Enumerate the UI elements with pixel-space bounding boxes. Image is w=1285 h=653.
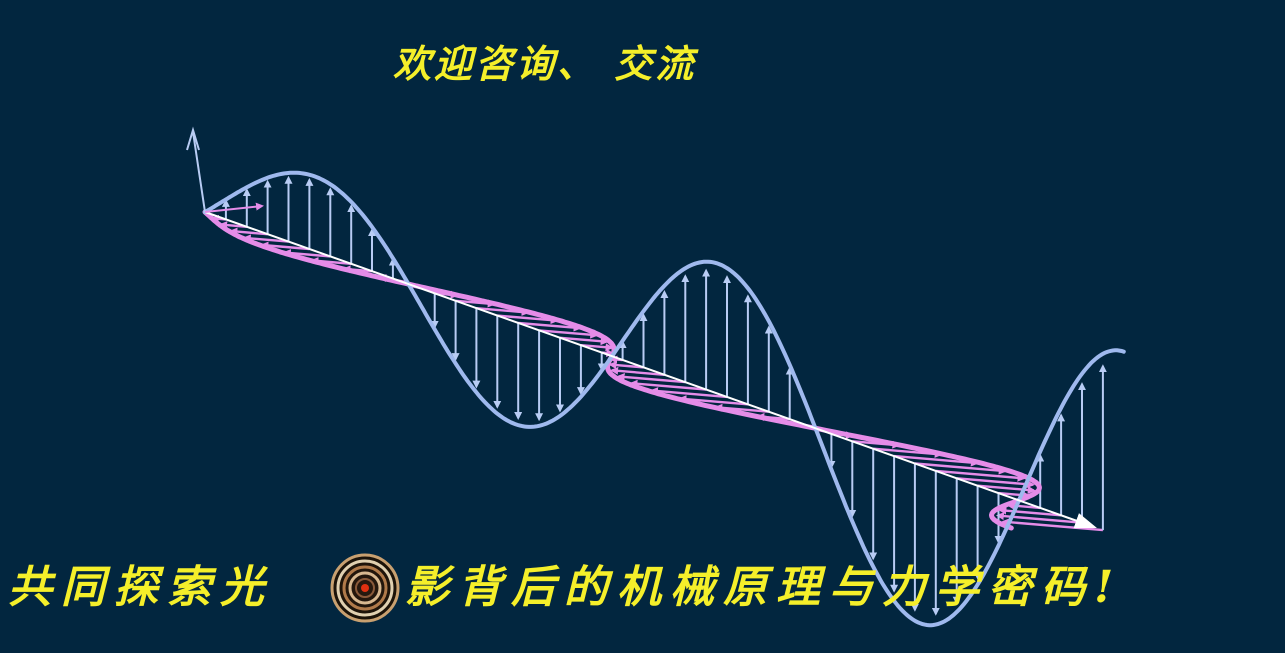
slogan-part-1: 共同探索光 bbox=[8, 562, 273, 613]
magnetic-field-arrow bbox=[616, 373, 686, 384]
horizontal-axis bbox=[204, 202, 264, 213]
magnetic-field-arrow bbox=[956, 477, 1035, 489]
magnetic-field-arrow bbox=[914, 462, 1007, 475]
slogan-part-2: 影背后的机械原理与力学密码! bbox=[405, 562, 1123, 613]
magnetic-field-arrow bbox=[518, 321, 582, 332]
magnetic-field-arrow bbox=[608, 361, 644, 370]
electric-wave-curve bbox=[203, 170, 1126, 628]
magnetic-field-arrow bbox=[998, 506, 1062, 517]
vertical-axis bbox=[192, 131, 206, 213]
magnetic-wave-curve bbox=[202, 209, 1042, 531]
propagation-axis bbox=[204, 211, 1097, 529]
magnetic-field-arrow bbox=[629, 379, 707, 391]
magnetic-field-arrow bbox=[559, 336, 609, 346]
concentric-ring-target-icon bbox=[330, 553, 400, 623]
magnetic-field-arrow bbox=[935, 469, 1026, 482]
magnetic-field-arrow bbox=[893, 454, 979, 467]
welcome-title: 欢迎咨询、 交流 bbox=[393, 41, 697, 86]
magnetic-field-arrow bbox=[650, 387, 728, 399]
magnetic-field-arrow bbox=[538, 329, 599, 339]
magnetic-field-arrow bbox=[260, 241, 310, 251]
magnetic-field-arrow bbox=[242, 234, 289, 243]
magnetic-field-arrow bbox=[229, 227, 268, 236]
magnetic-field-arrow bbox=[1001, 518, 1104, 532]
magnetic-field-arrow bbox=[610, 366, 665, 376]
magnetic-field-arrow bbox=[678, 395, 748, 406]
magnetic-field-arrow bbox=[1006, 501, 1041, 510]
vertical-axis-arrowhead bbox=[186, 126, 200, 151]
magnetic-field-arrow bbox=[497, 314, 559, 325]
magnetic-field-arrow bbox=[580, 343, 614, 352]
magnetic-field-arrow bbox=[219, 221, 247, 230]
electric-field-vectors bbox=[221, 175, 1107, 616]
footer-slogan: 共同探索光 影背后的机械原理与力学密码! bbox=[0, 553, 1285, 623]
